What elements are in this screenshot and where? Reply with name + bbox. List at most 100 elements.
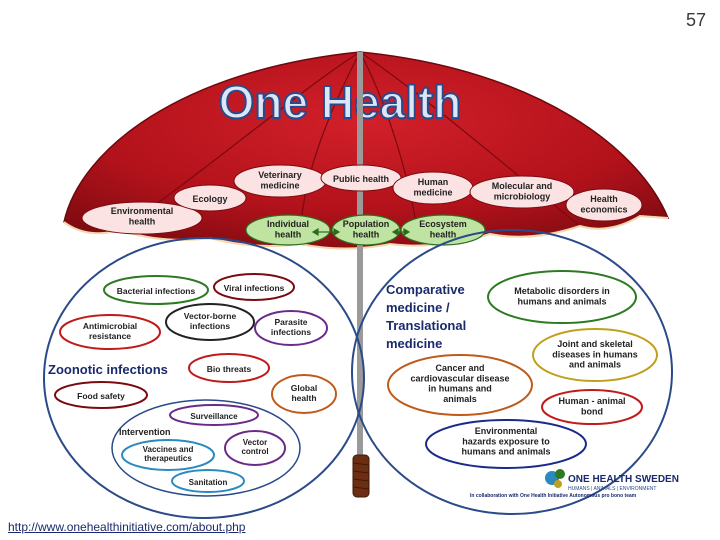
- text-line: diseases in humans: [552, 349, 638, 359]
- text-line: medicine: [386, 336, 442, 351]
- slide-number: 57: [685, 10, 706, 30]
- text-line: Molecular and: [492, 181, 553, 191]
- text-line: Ecology: [192, 194, 227, 204]
- label-public-health: Public health: [320, 164, 402, 192]
- text-line: Health: [590, 194, 618, 204]
- umbrella-shaft: [357, 52, 363, 462]
- viral-infections-text: Viral infections: [224, 283, 285, 293]
- text-line: Bacterial infections: [117, 286, 196, 296]
- text-line: Translational: [386, 318, 466, 333]
- umbrella-handle: [352, 454, 370, 498]
- text-line: Viral infections: [224, 283, 285, 293]
- handle-grooves: [352, 462, 370, 490]
- text-line: humans and animals: [517, 296, 606, 306]
- source-link[interactable]: http://www.onehealthinitiative.com/about…: [8, 520, 246, 534]
- logo-collab: In collaboration with One Health Initiat…: [470, 493, 637, 499]
- bubble-bacterial-infections: Bacterial infections: [103, 275, 209, 305]
- public-health-text: Public health: [333, 174, 389, 184]
- intervention-label: Intervention: [119, 427, 171, 437]
- text-line: Vaccines and: [143, 445, 194, 454]
- text-line: Metabolic disorders in: [514, 286, 610, 296]
- bubble-surveillance: Surveillance: [169, 404, 259, 426]
- text-line: health: [291, 393, 316, 403]
- text-line: health: [129, 216, 156, 226]
- text-line: Bio threats: [207, 364, 252, 374]
- text-line: Individual: [267, 219, 309, 229]
- text-line: medicine: [413, 187, 452, 197]
- text-line: economics: [580, 204, 627, 214]
- sanitation-text: Sanitation: [189, 478, 228, 487]
- text-line: Sanitation: [189, 478, 228, 487]
- text-line: Joint and skeletal: [557, 339, 633, 349]
- intervention-circle: [111, 399, 301, 497]
- text-line: Vector-borne: [184, 311, 237, 321]
- text-line: health: [353, 229, 380, 239]
- text-line: Human - animal: [558, 396, 625, 406]
- bubble-bio-threats: Bio threats: [188, 353, 270, 383]
- text-line: therapeutics: [144, 454, 192, 463]
- text-line: Vector: [243, 438, 267, 447]
- comparative-heading: Comparative medicine / Translational medici…: [386, 282, 466, 351]
- comparative-circle: [351, 229, 673, 515]
- bubble-viral-infections: Viral infections: [213, 273, 295, 301]
- text-line: and animals: [569, 360, 621, 370]
- text-line: medicine /: [386, 300, 450, 315]
- logo-tagline: HUMANS | ANIMALS | ENVIRONMENT: [568, 486, 656, 492]
- text-line: animals: [443, 394, 477, 404]
- text-line: Public health: [333, 174, 389, 184]
- text-line: Ecosystem: [419, 219, 467, 229]
- text-line: resistance: [89, 331, 131, 341]
- text-line: humans and animals: [461, 447, 550, 457]
- text-line: control: [241, 447, 268, 456]
- text-line: Parasite: [274, 317, 307, 327]
- text-line: bond: [581, 406, 603, 416]
- food-safety-text: Food safety: [77, 391, 125, 401]
- zoonotic-circle: [43, 237, 365, 519]
- surveillance-text: Surveillance: [190, 412, 238, 421]
- ecology-text: Ecology: [192, 194, 227, 204]
- text-line: Comparative: [386, 282, 465, 297]
- text-line: Surveillance: [190, 412, 238, 421]
- text-line: infections: [271, 327, 311, 337]
- bubble-sanitation: Sanitation: [171, 469, 245, 493]
- one-health-sweden-logo: ONE HEALTH SWEDEN HUMANS | ANIMALS | ENV…: [470, 469, 679, 499]
- text-line: medicine: [260, 180, 299, 190]
- text-line: Cancer and: [435, 363, 484, 373]
- text-line: Environmental: [111, 206, 174, 216]
- text-line: microbiology: [494, 191, 551, 201]
- text-line: cardiovascular disease: [410, 373, 509, 383]
- health-arrows: [311, 227, 411, 237]
- logo-icon: [545, 469, 565, 488]
- logo-name: ONE HEALTH SWEDEN: [568, 474, 679, 485]
- text-line: Human: [418, 177, 449, 187]
